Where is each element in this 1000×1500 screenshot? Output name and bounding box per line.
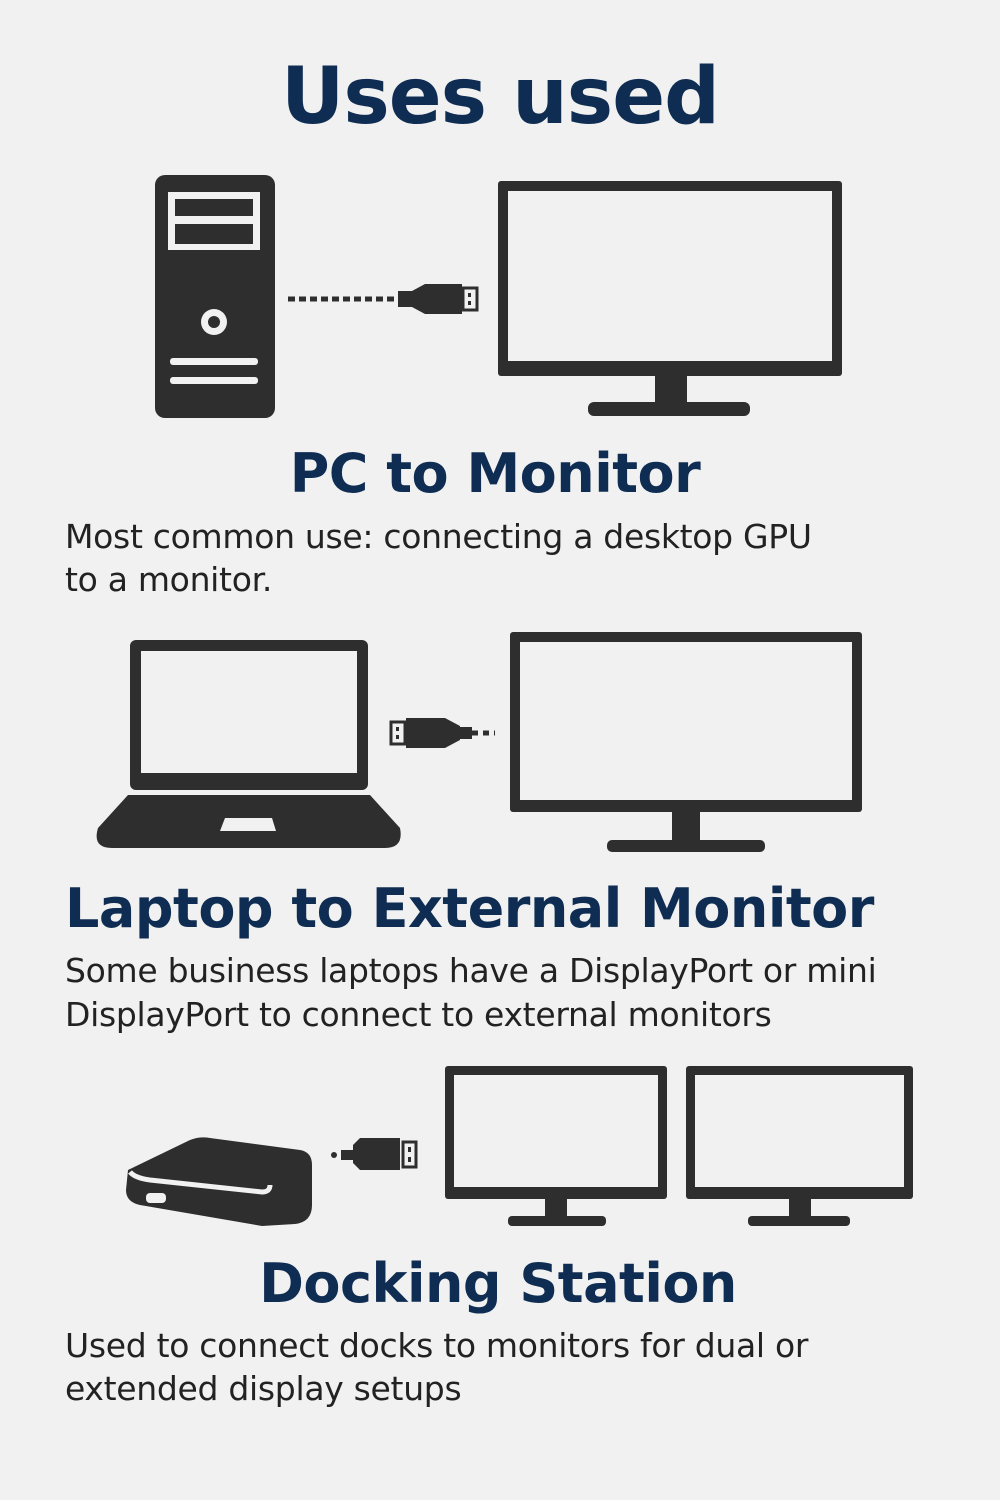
monitor-icon (510, 632, 862, 852)
displayport-cable-icon (389, 718, 495, 748)
section-heading-pc-to-monitor: PC to Monitor (289, 442, 701, 505)
section-description-line: Used to connect docks to monitors for du… (65, 1326, 809, 1365)
displayport-cable-icon (288, 284, 479, 314)
section-heading-docking-station: Docking Station (259, 1252, 737, 1315)
monitor-icon (498, 181, 842, 416)
docking-station-icon (126, 1137, 312, 1226)
page-title: Uses used (281, 52, 720, 142)
section-description-line: to a monitor. (65, 560, 273, 599)
monitor-icon (686, 1066, 913, 1226)
section-description-line: extended display setups (65, 1369, 462, 1408)
section-description-line: DisplayPort to connect to external monit… (65, 995, 772, 1034)
section-description-line: Some business laptops have a DisplayPort… (65, 951, 877, 990)
section-heading-laptop-to-external-monitor: Laptop to External Monitor (65, 877, 874, 940)
displayport-cable-icon (331, 1138, 418, 1170)
laptop-icon (96, 640, 401, 848)
pc-tower-icon (155, 175, 275, 418)
section-description-line: Most common use: connecting a desktop GP… (65, 517, 812, 556)
monitor-icon (445, 1066, 667, 1226)
